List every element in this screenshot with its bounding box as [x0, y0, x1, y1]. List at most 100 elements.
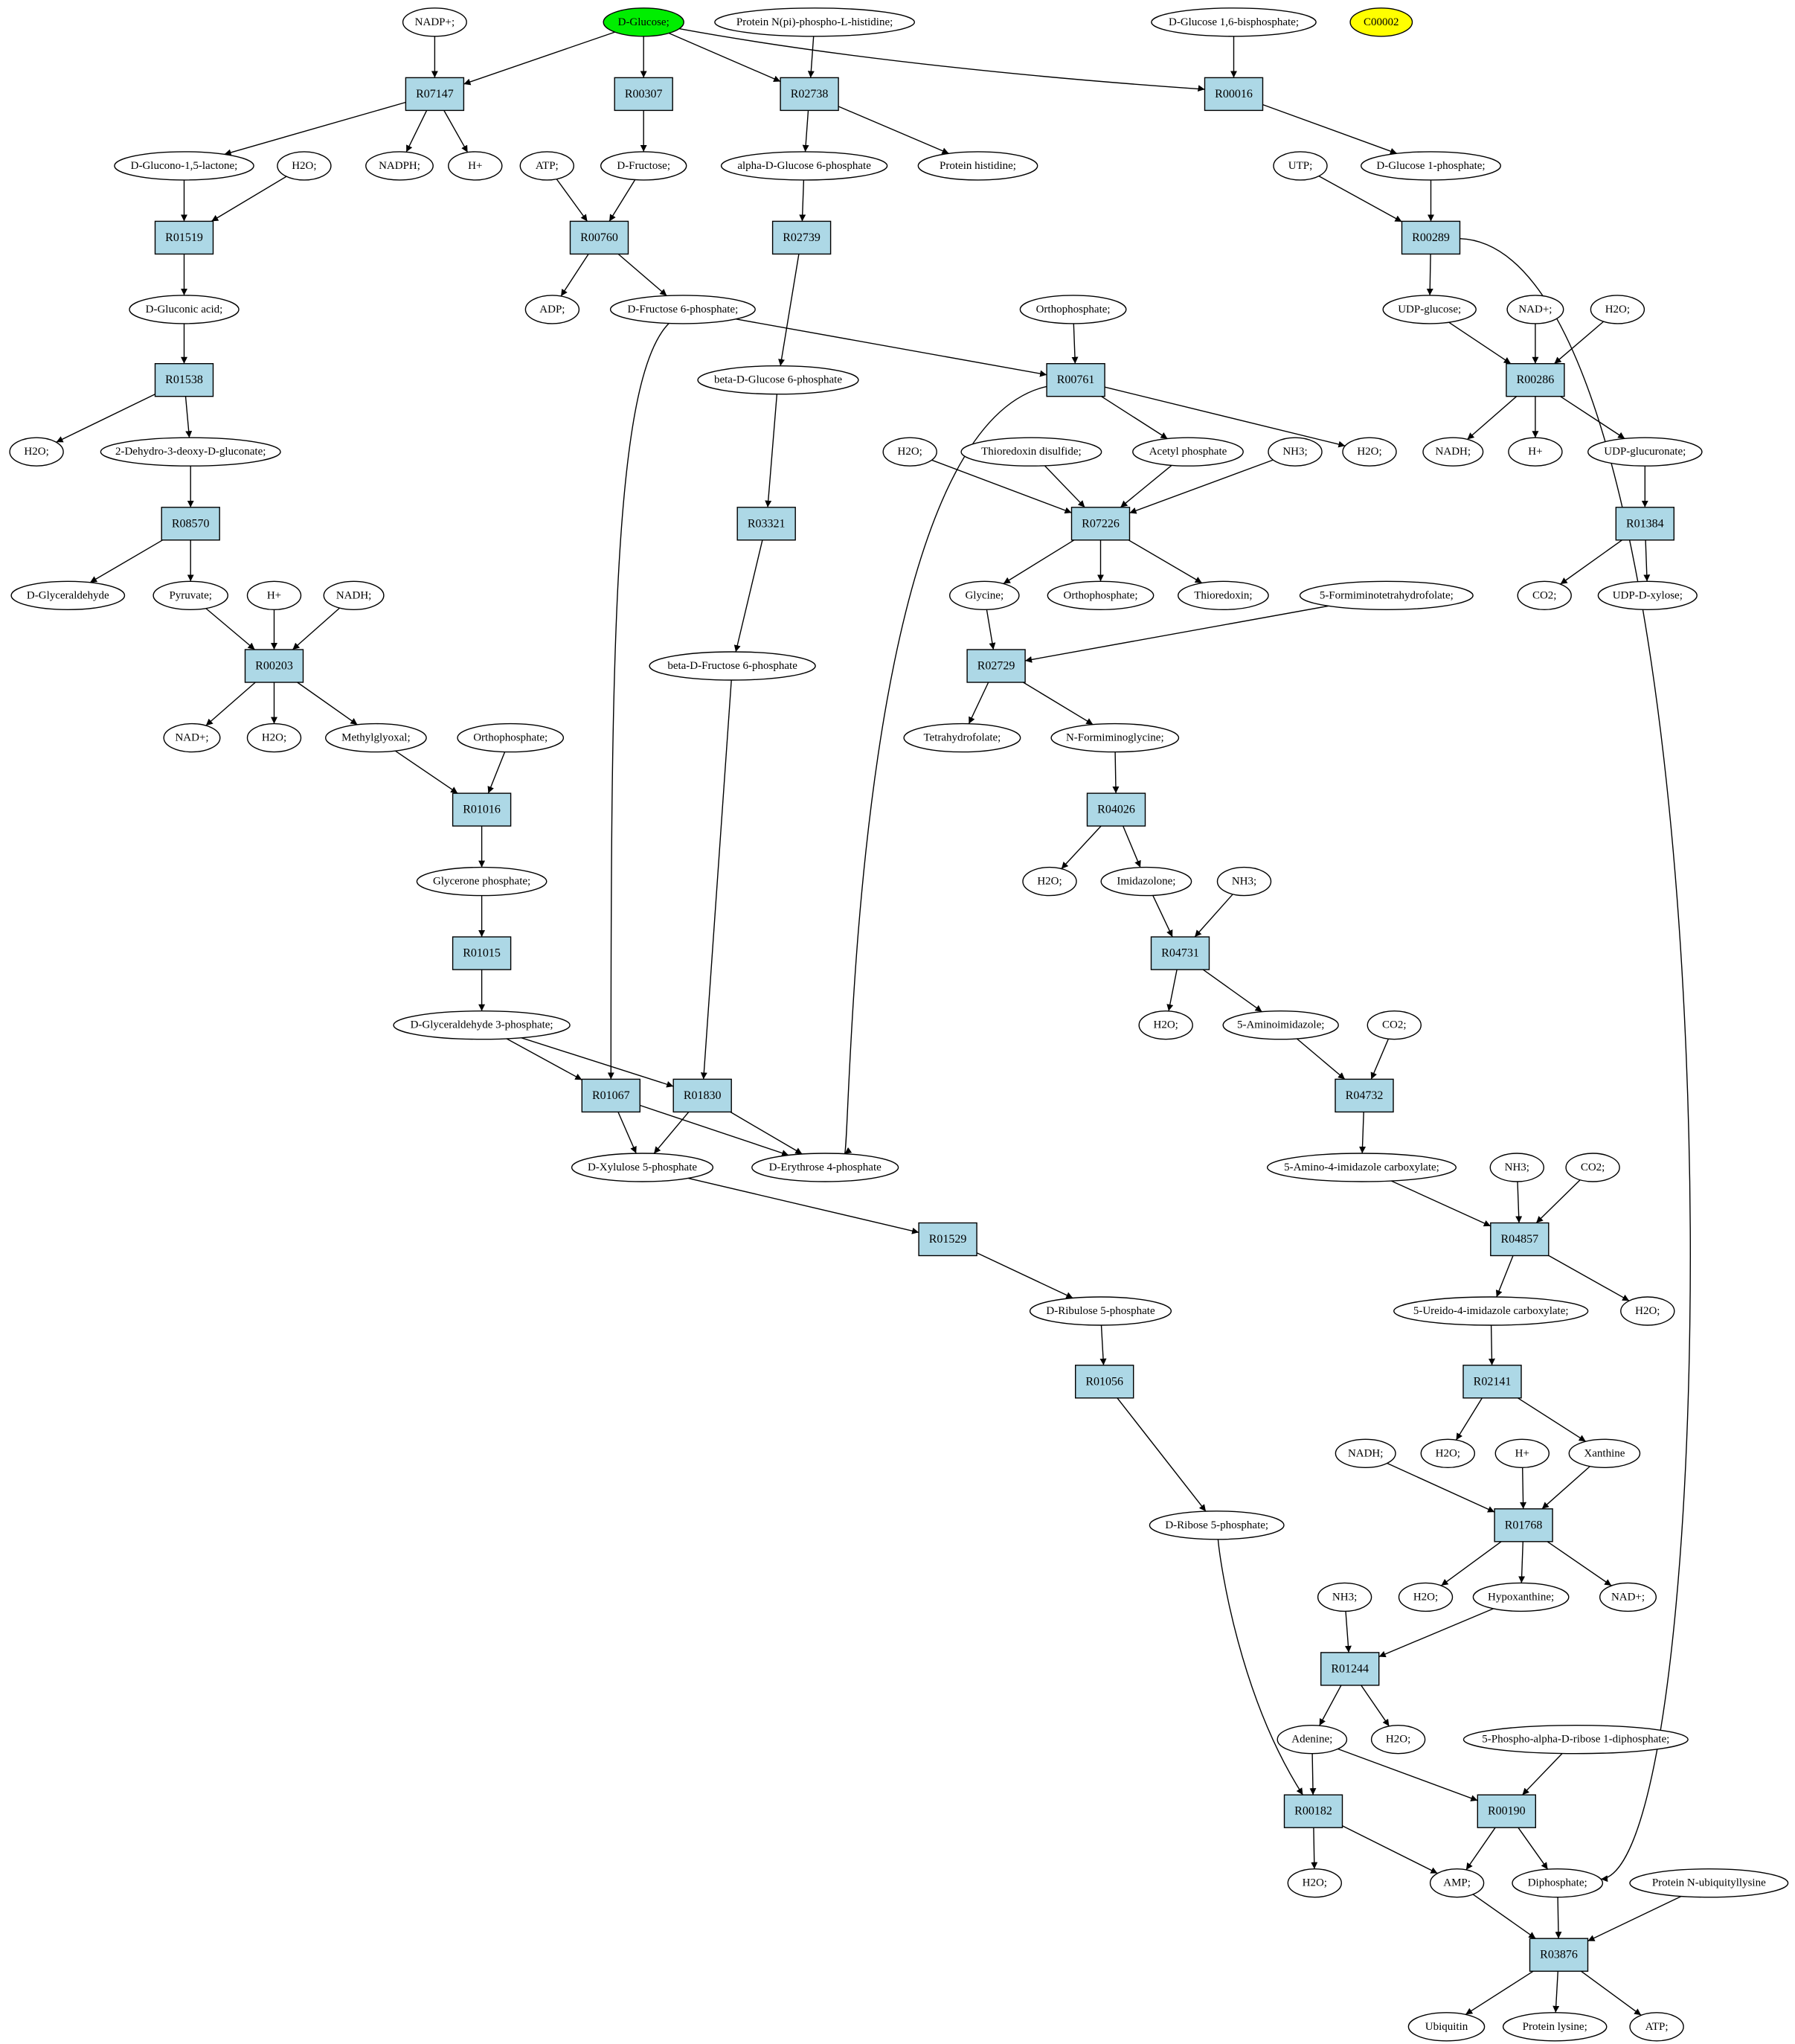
metabolite-node-m_ortho_b[interactable]: Orthophosphate; — [1047, 580, 1155, 610]
reaction-node-r_R04731[interactable]: R04731 — [1150, 936, 1210, 970]
metabolite-node-m_co2_c[interactable]: CO2; — [1565, 1153, 1620, 1182]
reaction-node-r_R02739[interactable]: R02739 — [771, 220, 832, 255]
metabolite-node-m_imidazolone[interactable]: Imidazolone; — [1100, 866, 1192, 897]
reaction-node-r_R02738[interactable]: R02738 — [780, 77, 839, 112]
reaction-node-r_R04732[interactable]: R04732 — [1335, 1078, 1394, 1113]
metabolite-node-m_ru5p[interactable]: D-Ribulose 5-phosphate — [1029, 1296, 1172, 1326]
metabolite-node-m_nad_a[interactable]: NAD+; — [1506, 295, 1564, 324]
reaction-node-r_R01830[interactable]: R01830 — [672, 1078, 732, 1113]
metabolite-node-m_h2o_c[interactable]: H2O; — [9, 437, 64, 467]
metabolite-node-m_aminoimid[interactable]: 5-Aminoimidazole; — [1222, 1010, 1339, 1040]
reaction-node-r_R01016[interactable]: R01016 — [452, 792, 512, 827]
reaction-node-r_R00760[interactable]: R00760 — [569, 220, 629, 255]
metabolite-node-m_h_d[interactable]: H+ — [1494, 1438, 1550, 1469]
reaction-node-r_R04857[interactable]: R04857 — [1490, 1222, 1550, 1257]
metabolite-node-m_thf[interactable]: Tetrahydrofolate; — [903, 723, 1021, 753]
metabolite-node-m_prothis[interactable]: Protein histidine; — [917, 151, 1038, 181]
metabolite-node-m_glyald[interactable]: D-Glyceraldehyde — [10, 580, 126, 610]
metabolite-node-m_acp[interactable]: Acetyl phosphate — [1132, 437, 1244, 467]
reaction-node-r_R00182[interactable]: R00182 — [1283, 1794, 1343, 1828]
metabolite-node-m_protub[interactable]: Protein N-ubiquityllysine — [1629, 1868, 1789, 1898]
reaction-node-r_R01244[interactable]: R01244 — [1320, 1652, 1380, 1686]
metabolite-node-m_f6p[interactable]: D-Fructose 6-phosphate; — [609, 295, 756, 324]
metabolite-node-m_g1p[interactable]: D-Glucose 1-phosphate; — [1360, 151, 1501, 181]
metabolite-node-m_h2o_a[interactable]: H2O; — [277, 151, 332, 181]
reaction-node-r_R01067[interactable]: R01067 — [581, 1078, 640, 1113]
metabolite-node-m_methylglyoxal[interactable]: Methylglyoxal; — [325, 723, 427, 753]
metabolite-node-m_h2o_k[interactable]: H2O; — [1398, 1582, 1454, 1612]
metabolite-node-m_adenine[interactable]: Adenine; — [1277, 1724, 1348, 1755]
reaction-node-r_R00289[interactable]: R00289 — [1401, 220, 1461, 255]
reaction-node-r_R07147[interactable]: R07147 — [405, 77, 465, 112]
metabolite-node-m_udpxyl[interactable]: UDP-D-xylose; — [1597, 580, 1698, 610]
metabolite-node-m_prpp[interactable]: 5-Phospho-alpha-D-ribose 1-diphosphate; — [1462, 1724, 1689, 1755]
metabolite-node-m_udpg[interactable]: UDP-glucose; — [1382, 295, 1477, 324]
reaction-node-r_R03876[interactable]: R03876 — [1529, 1938, 1589, 1972]
metabolite-node-m_fthf[interactable]: 5-Formiminotetrahydrofolate; — [1299, 580, 1474, 610]
reaction-node-r_R07226[interactable]: R07226 — [1070, 507, 1131, 541]
reaction-node-r_R01519[interactable]: R01519 — [154, 220, 214, 255]
metabolite-node-m_g16bp[interactable]: D-Glucose 1,6-bisphosphate; — [1151, 7, 1317, 37]
metabolite-node-m_h2o_g[interactable]: H2O; — [1022, 866, 1077, 897]
reaction-node-r_R02729[interactable]: R02729 — [966, 649, 1026, 683]
metabolite-node-m_h2o_h[interactable]: H2O; — [1138, 1010, 1193, 1040]
metabolite-node-m_nadh_c[interactable]: NADH; — [1335, 1438, 1396, 1469]
metabolite-node-m_nfg[interactable]: N-Formiminoglycine; — [1050, 723, 1180, 753]
reaction-node-r_R00016[interactable]: R00016 — [1204, 77, 1264, 112]
reaction-node-r_R00307[interactable]: R00307 — [614, 77, 673, 112]
metabolite-node-m_h2o_l[interactable]: H2O; — [1370, 1724, 1426, 1755]
reaction-node-r_R01384[interactable]: R01384 — [1615, 507, 1675, 541]
metabolite-node-m_r5p[interactable]: D-Ribose 5-phosphate; — [1149, 1510, 1285, 1540]
metabolite-node-m_glycine[interactable]: Glycine; — [949, 580, 1020, 610]
reaction-node-r_R01768[interactable]: R01768 — [1494, 1508, 1553, 1542]
metabolite-node-m_h2o_i[interactable]: H2O; — [1620, 1296, 1675, 1326]
metabolite-node-m_pyruvate[interactable]: Pyruvate; — [152, 580, 229, 610]
metabolite-node-m_e4p[interactable]: D-Erythrose 4-phosphate — [751, 1153, 899, 1182]
metabolite-node-m_nad_c[interactable]: NAD+; — [1599, 1582, 1657, 1612]
metabolite-node-m_protnpi[interactable]: Protein N(pi)-phospho-L-histidine; — [714, 7, 915, 37]
metabolite-node-m_nadh_a[interactable]: NADH; — [1422, 437, 1484, 467]
metabolite-node-m_ortho_c[interactable]: Orthophosphate; — [457, 723, 565, 753]
metabolite-node-m_h2o_d[interactable]: H2O; — [882, 437, 937, 467]
metabolite-node-m_uic[interactable]: 5-Ureido-4-imidazole carboxylate; — [1393, 1296, 1589, 1326]
metabolite-node-m_atp_a[interactable]: ATP; — [519, 151, 574, 181]
metabolite-node-m_ubiquitin[interactable]: Ubiquitin — [1407, 2012, 1486, 2042]
reaction-node-r_R00286[interactable]: R00286 — [1506, 363, 1565, 397]
metabolite-node-m_h2o_f[interactable]: H2O; — [246, 723, 302, 753]
reaction-node-r_R03321[interactable]: R03321 — [736, 507, 796, 541]
metabolite-node-m_fructose[interactable]: D-Fructose; — [600, 151, 687, 181]
reaction-node-r_R08570[interactable]: R08570 — [161, 507, 220, 541]
reaction-node-r_R00761[interactable]: R00761 — [1046, 363, 1105, 397]
metabolite-node-m_kdg[interactable]: 2-Dehydro-3-deoxy-D-gluconate; — [100, 437, 281, 467]
metabolite-node-m_h2o_b[interactable]: H2O; — [1590, 295, 1645, 324]
metabolite-node-m_h2o_e[interactable]: H2O; — [1342, 437, 1397, 467]
metabolite-node-m_ppi[interactable]: Diphosphate; — [1512, 1868, 1604, 1898]
metabolite-node-m_gluconic[interactable]: D-Gluconic acid; — [129, 295, 240, 324]
metabolite-node-m_glucose[interactable]: D-Glucose; — [603, 7, 684, 37]
metabolite-node-m_bf6p[interactable]: beta-D-Fructose 6-phosphate — [649, 651, 816, 681]
metabolite-node-m_utp[interactable]: UTP; — [1273, 151, 1328, 181]
metabolite-node-m_adp[interactable]: ADP; — [524, 295, 580, 324]
reaction-node-r_R02141[interactable]: R02141 — [1462, 1365, 1522, 1399]
reaction-node-r_R04026[interactable]: R04026 — [1086, 792, 1146, 827]
metabolite-node-m_co2_a[interactable]: CO2; — [1517, 580, 1572, 610]
metabolite-node-m_ortho_a[interactable]: Orthophosphate; — [1019, 295, 1127, 324]
metabolite-node-m_nh3_b[interactable]: NH3; — [1216, 866, 1272, 897]
metabolite-node-m_dhap[interactable]: Glycerone phosphate; — [416, 866, 548, 897]
metabolite-node-m_h2o_m[interactable]: H2O; — [1287, 1868, 1343, 1898]
reaction-node-r_R01529[interactable]: R01529 — [918, 1222, 977, 1257]
metabolite-node-m_h_c[interactable]: H+ — [246, 580, 302, 610]
metabolite-node-m_nh3_d[interactable]: NH3; — [1317, 1582, 1372, 1612]
metabolite-node-m_g3p[interactable]: D-Glyceraldehyde 3-phosphate; — [393, 1010, 571, 1040]
metabolite-node-m_h_b[interactable]: H+ — [1508, 437, 1563, 467]
reaction-node-r_R01015[interactable]: R01015 — [452, 936, 512, 970]
metabolite-node-m_co2_b[interactable]: CO2; — [1367, 1010, 1422, 1040]
metabolite-node-m_nh3_a[interactable]: NH3; — [1268, 437, 1323, 467]
metabolite-node-m_ag6p[interactable]: alpha-D-Glucose 6-phosphate — [720, 151, 888, 181]
metabolite-node-m_xu5p[interactable]: D-Xylulose 5-phosphate — [571, 1153, 714, 1182]
metabolite-node-m_bg6p[interactable]: beta-D-Glucose 6-phosphate — [697, 365, 859, 395]
metabolite-node-m_nadph_a[interactable]: NADPH; — [365, 151, 434, 181]
reaction-node-r_R01056[interactable]: R01056 — [1074, 1365, 1134, 1399]
metabolite-node-m_trxss[interactable]: Thioredoxin disulfide; — [960, 437, 1102, 467]
metabolite-node-m_hypox[interactable]: Hypoxanthine; — [1472, 1582, 1570, 1612]
